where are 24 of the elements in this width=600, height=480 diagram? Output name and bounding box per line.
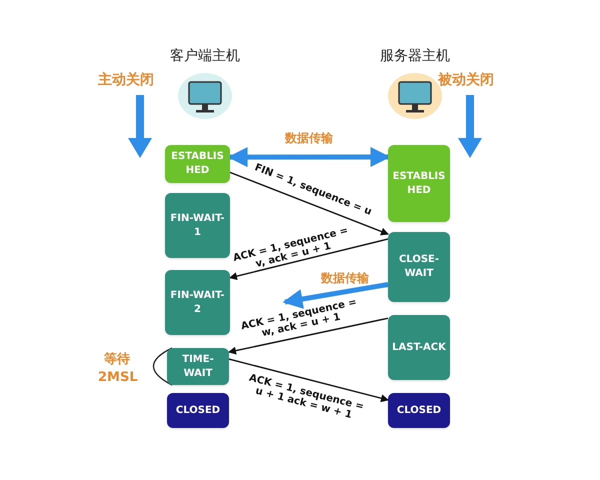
state-box: CLOSE- WAIT [388, 232, 450, 302]
label-text: 主动关闭 [98, 70, 154, 90]
state-box: FIN-WAIT-1 [165, 193, 230, 258]
label-text: 被动关闭 [438, 71, 494, 90]
label-text: 服务器主机 [380, 47, 450, 66]
label-text: 客户端主机 [170, 47, 240, 66]
arrow [230, 172, 389, 236]
edge-label: ACK = 1, sequence = w, ack = u + 1 [239, 296, 359, 342]
arrow [228, 318, 388, 355]
state-box: CLOSED [388, 393, 450, 428]
arrow [229, 238, 388, 280]
state-box: FIN-WAIT-2 [165, 270, 230, 335]
label-text: 等待 [104, 351, 130, 369]
state-box: ESTABLIS HED [165, 145, 230, 183]
state-box: LAST-ACK [388, 315, 450, 380]
arrow [228, 358, 389, 402]
state-box: TIME-WAIT [167, 348, 229, 385]
state-box: ESTABLIS HED [388, 145, 450, 222]
edge-label: 数据传输 [285, 130, 333, 147]
arrow [228, 147, 390, 168]
label-text: 2MSL [98, 369, 138, 387]
state-box: CLOSED [167, 393, 229, 428]
edge-label: 数据传输 [321, 270, 369, 287]
arrow [282, 282, 388, 309]
